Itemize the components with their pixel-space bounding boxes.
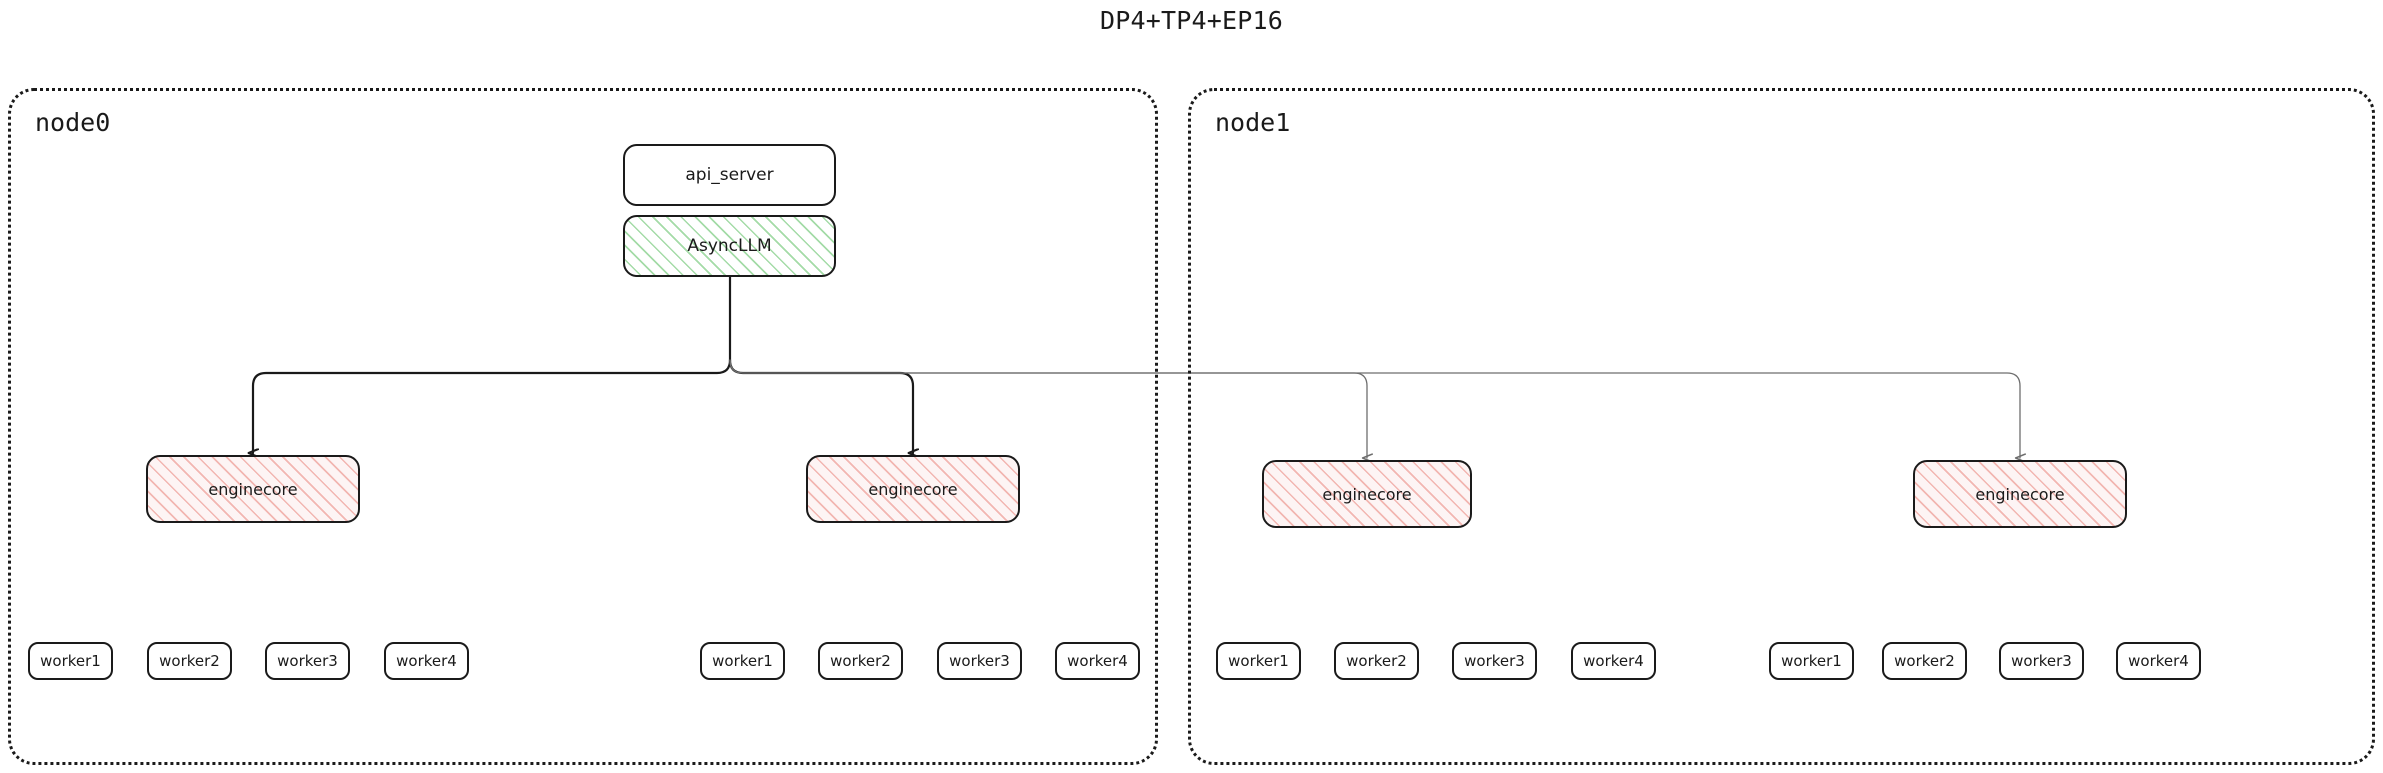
box-label: worker3	[2011, 652, 2072, 670]
box-worker[interactable]: worker3	[1999, 642, 2084, 680]
box-api_server[interactable]: api_server	[623, 144, 836, 206]
box-worker[interactable]: worker4	[2116, 642, 2201, 680]
box-label: worker3	[277, 652, 338, 670]
box-label: enginecore	[1322, 484, 1412, 504]
box-label: worker2	[830, 652, 891, 670]
box-worker[interactable]: worker3	[265, 642, 350, 680]
box-label: worker2	[159, 652, 220, 670]
node-container-node0	[8, 88, 1158, 765]
box-worker[interactable]: worker1	[700, 642, 785, 680]
box-label: worker4	[396, 652, 457, 670]
box-label: worker4	[1583, 652, 1644, 670]
box-label: worker4	[1067, 652, 1128, 670]
box-worker[interactable]: worker2	[818, 642, 903, 680]
box-worker[interactable]: worker2	[1334, 642, 1419, 680]
box-worker[interactable]: worker4	[1055, 642, 1140, 680]
box-enginecore-n1-0[interactable]: enginecore	[1262, 460, 1472, 528]
box-label: worker4	[2128, 652, 2189, 670]
box-worker[interactable]: worker3	[937, 642, 1022, 680]
node-label-node1: node1	[1215, 108, 1291, 137]
box-label: worker3	[949, 652, 1010, 670]
box-label: worker3	[1464, 652, 1525, 670]
box-worker[interactable]: worker4	[384, 642, 469, 680]
box-label: AsyncLLM	[687, 236, 772, 256]
box-worker[interactable]: worker1	[1216, 642, 1301, 680]
box-label: enginecore	[868, 479, 958, 499]
box-label: enginecore	[208, 479, 298, 499]
box-async_llm[interactable]: AsyncLLM	[623, 215, 836, 277]
box-label: worker1	[1228, 652, 1289, 670]
box-label: worker2	[1894, 652, 1955, 670]
box-worker[interactable]: worker1	[1769, 642, 1854, 680]
box-enginecore-n0-1[interactable]: enginecore	[806, 455, 1020, 523]
box-worker[interactable]: worker1	[28, 642, 113, 680]
box-label: api_server	[685, 165, 774, 185]
box-worker[interactable]: worker2	[1882, 642, 1967, 680]
box-enginecore-n1-1[interactable]: enginecore	[1913, 460, 2127, 528]
box-worker[interactable]: worker3	[1452, 642, 1537, 680]
box-label: worker1	[1781, 652, 1842, 670]
box-enginecore-n0-0[interactable]: enginecore	[146, 455, 360, 523]
page-title: DP4+TP4+EP16	[1099, 6, 1283, 35]
box-label: enginecore	[1975, 484, 2065, 504]
box-label: worker1	[712, 652, 773, 670]
box-worker[interactable]: worker2	[147, 642, 232, 680]
box-label: worker2	[1346, 652, 1407, 670]
box-worker[interactable]: worker4	[1571, 642, 1656, 680]
node-container-node1	[1188, 88, 2375, 765]
box-label: worker1	[40, 652, 101, 670]
node-label-node0: node0	[35, 108, 111, 137]
